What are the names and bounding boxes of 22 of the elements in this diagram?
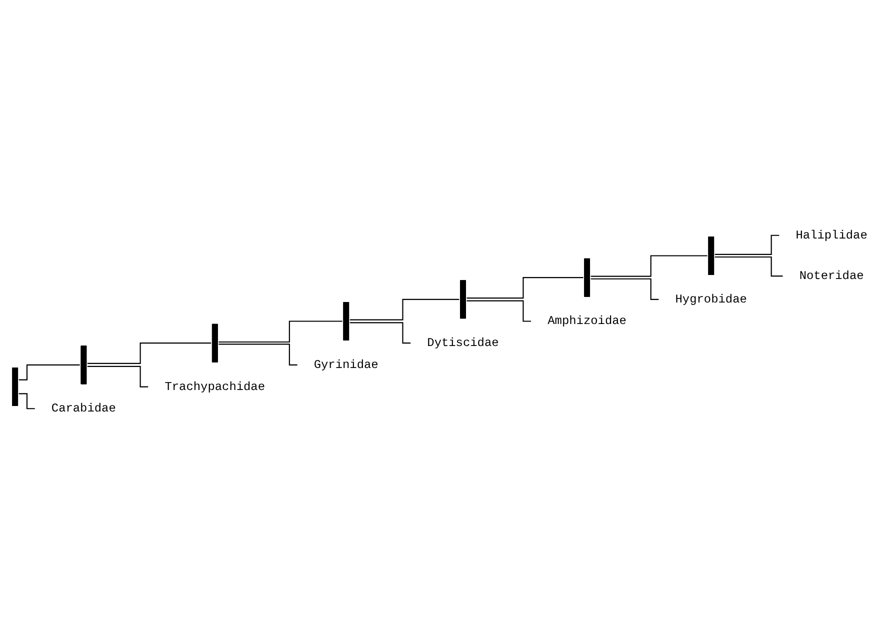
node-text: Noteridae [798,268,864,282]
node-text: Haliplidae [795,228,867,242]
node-text: Carabidae [50,401,116,415]
connector [18,364,80,380]
connector [86,365,148,387]
connector [714,256,784,276]
connector [714,234,780,254]
connector [86,342,212,364]
node-text: Dytiscidae [426,336,498,350]
connector [590,278,660,300]
connector [18,392,36,409]
node-text: Gyrinidae [313,358,378,372]
node-text: Amphizoidae [547,314,626,328]
connector [218,320,342,342]
connector [466,276,584,298]
node-text: Hygrobidae [674,292,746,306]
connector [590,254,708,276]
connector [218,343,298,365]
connector [349,298,460,320]
connector [466,300,532,322]
connector [349,322,411,344]
node-text: Trachypachidae [164,379,265,394]
